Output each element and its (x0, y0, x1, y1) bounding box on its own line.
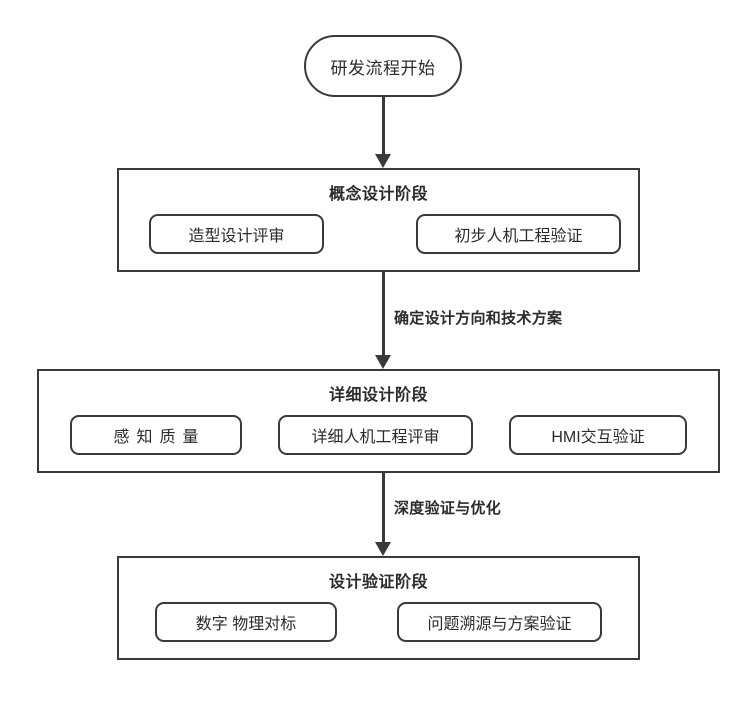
stage-detail-design[interactable]: 详细设计阶段 感知质量 详细人机工程评审 HMI交互验证 (37, 369, 720, 473)
stage-item[interactable]: 问题溯源与方案验证 (397, 602, 602, 642)
stage-items: 数字 物理对标 问题溯源与方案验证 (155, 602, 602, 642)
stage-item[interactable]: 造型设计评审 (149, 214, 324, 254)
stage-item[interactable]: 数字 物理对标 (155, 602, 337, 642)
stage-design-validation[interactable]: 设计验证阶段 数字 物理对标 问题溯源与方案验证 (117, 556, 640, 660)
stage-item-label: HMI交互验证 (551, 429, 645, 446)
connector-label: 确定设计方向和技术方案 (394, 310, 563, 327)
stage-item-label: 造型设计评审 (188, 228, 285, 245)
arrowhead-icon (375, 542, 391, 556)
connector-stage-1-to-stage-2 (375, 272, 391, 369)
connector-line (382, 97, 385, 154)
connector-label: 深度验证与优化 (394, 500, 502, 517)
arrowhead-icon (375, 355, 391, 369)
start-node-label: 研发流程开始 (330, 58, 436, 78)
stage-title: 设计验证阶段 (328, 574, 428, 591)
connector-stage-2-to-stage-3 (375, 473, 391, 556)
connector-start-to-stage-1 (375, 97, 391, 168)
stage-items: 造型设计评审 初步人机工程验证 (149, 214, 621, 254)
stage-item-label: 详细人机工程评审 (311, 429, 440, 446)
stage-item[interactable]: HMI交互验证 (509, 415, 687, 455)
stage-title: 详细设计阶段 (328, 387, 428, 404)
stage-item-label: 初步人机工程验证 (454, 228, 583, 245)
stage-item-label: 数字 物理对标 (195, 616, 297, 633)
arrowhead-icon (375, 154, 391, 168)
stage-item-label: 感知质量 (113, 429, 206, 446)
stage-item[interactable]: 初步人机工程验证 (416, 214, 621, 254)
stage-item-label: 问题溯源与方案验证 (427, 616, 572, 633)
connector-line (382, 473, 385, 542)
stage-items: 感知质量 详细人机工程评审 HMI交互验证 (70, 415, 687, 455)
stage-item[interactable]: 感知质量 (70, 415, 242, 455)
connector-line (382, 272, 385, 355)
stage-title: 概念设计阶段 (328, 186, 428, 203)
start-node[interactable]: 研发流程开始 (304, 35, 462, 97)
stage-item[interactable]: 详细人机工程评审 (278, 415, 473, 455)
stage-concept-design[interactable]: 概念设计阶段 造型设计评审 初步人机工程验证 (117, 168, 640, 272)
